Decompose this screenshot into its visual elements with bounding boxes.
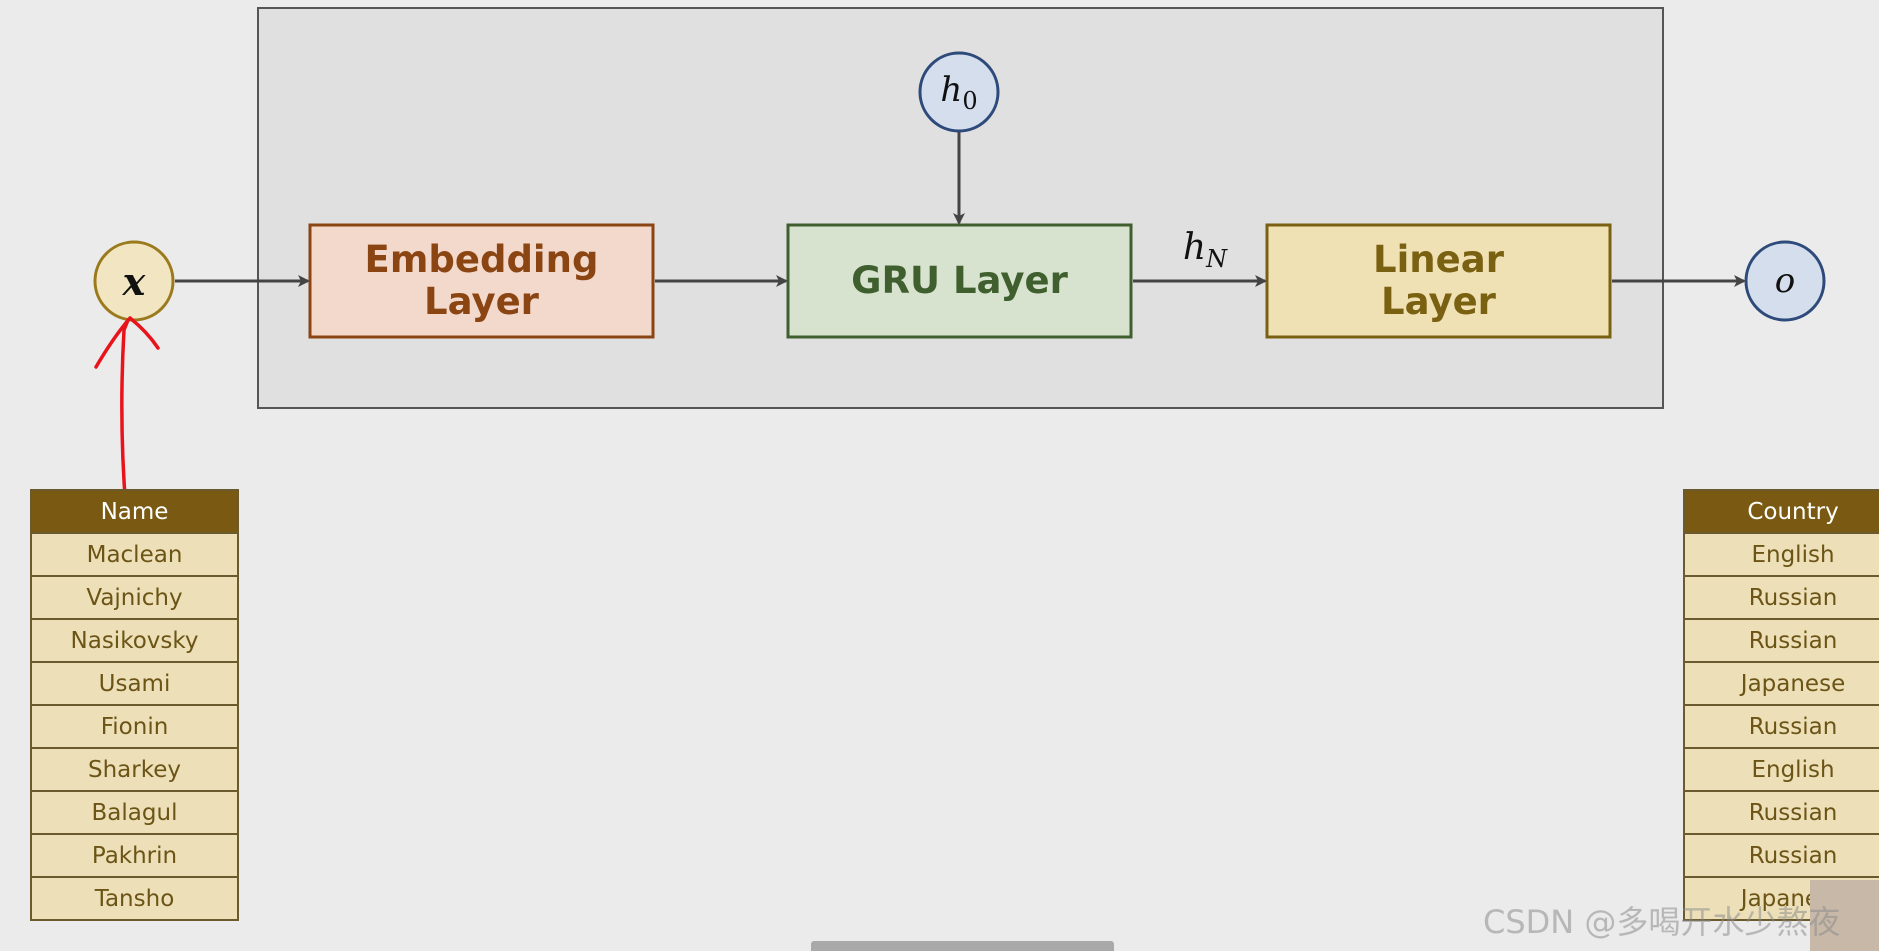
country-table-row: Russian [1683,833,1879,878]
name-table-header: Name [30,489,239,534]
country-table-row: Russian [1683,618,1879,663]
country-table-cell: Russian [1683,833,1879,878]
output-node-label: o [1746,242,1824,320]
output-node-o [1744,240,1826,322]
hidden-state-h0-node [918,51,1000,133]
name-table-row: Tansho [30,876,239,921]
red-annotation-arrowhead [94,316,160,369]
name-table-cell: Usami [30,661,239,706]
gru-layer-text: GRU Layer [851,259,1068,302]
linear-layer-line1: Linear [1373,238,1504,281]
embedding-layer-line1: Embedding [364,238,599,281]
input-node-label: x [95,242,173,320]
name-table-row: Sharkey [30,747,239,792]
video-thumbnail [1810,880,1879,951]
h0-node-label: h0 [920,53,998,131]
country-table-cell: English [1683,747,1879,792]
h0-node-text: h0 [940,69,978,115]
name-table-cell: Balagul [30,790,239,835]
gru-layer-box [786,223,1133,339]
country-table-row: Russian [1683,575,1879,620]
name-table-cell: Nasikovsky [30,618,239,663]
name-table-row: Maclean [30,532,239,577]
embedding-layer-line2: Layer [424,280,539,323]
name-table-cell: Vajnichy [30,575,239,620]
gru-layer-label: GRU Layer [788,225,1131,337]
name-table-row: Fionin [30,704,239,749]
name-table-row: Pakhrin [30,833,239,878]
embedding-layer-box [308,223,655,339]
input-node-text: x [122,258,146,304]
linear-layer-box [1265,223,1612,339]
red-annotation-arrow [120,318,130,512]
country-table-cell: Russian [1683,618,1879,663]
horizontal-scrollbar[interactable] [811,941,1114,951]
name-table-cell: Pakhrin [30,833,239,878]
name-table-cell: Fionin [30,704,239,749]
country-table-cell: Russian [1683,790,1879,835]
watermark: CSDN @多喝开水少熬夜 [1483,903,1841,941]
country-table-cell: Japanese [1683,661,1879,706]
country-table-row: Japanese [1683,661,1879,706]
name-table-row: Usami [30,661,239,706]
country-table-cell: Russian [1683,575,1879,620]
name-table-cell: Maclean [30,532,239,577]
country-table-header: Country [1683,489,1879,534]
name-table-row: Balagul [30,790,239,835]
name-table-row: Vajnichy [30,575,239,620]
output-node-text: o [1774,261,1796,301]
country-table-row: English [1683,747,1879,792]
country-table-row: Russian [1683,704,1879,749]
name-table-cell: Tansho [30,876,239,921]
hn-edge-label: hN [1170,225,1240,275]
name-table-cell: Sharkey [30,747,239,792]
linear-layer-line2: Layer [1381,280,1496,323]
country-table-cell: English [1683,532,1879,577]
country-table-cell: Russian [1683,704,1879,749]
country-table-row: Russian [1683,790,1879,835]
hn-edge-text: hN [1182,226,1228,274]
name-table-row: Nasikovsky [30,618,239,663]
country-table-row: English [1683,532,1879,577]
